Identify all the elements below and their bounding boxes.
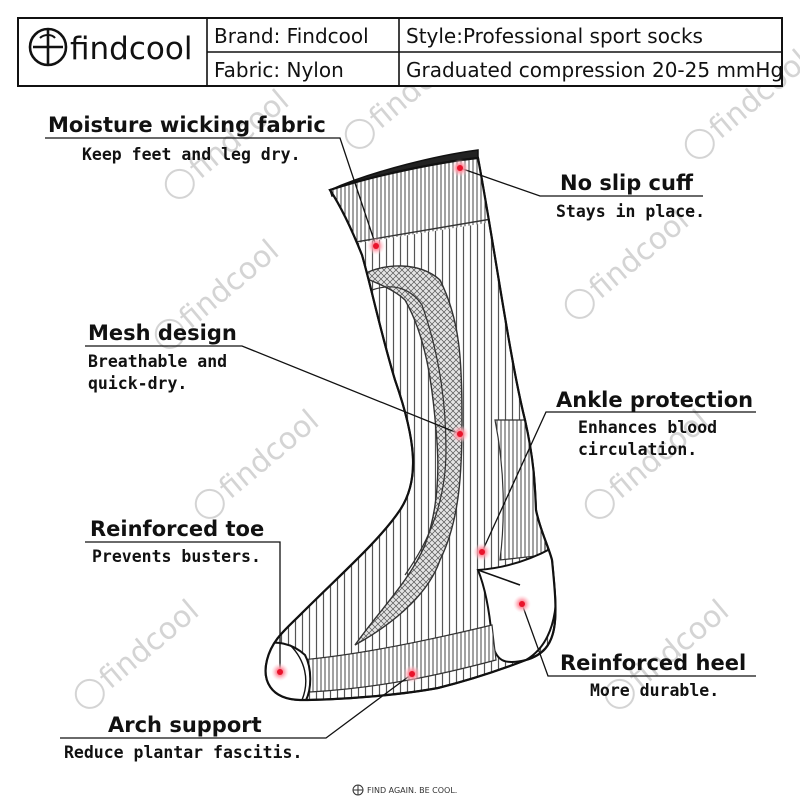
callout-title: Reinforced toe: [90, 517, 264, 541]
callouts: Moisture wicking fabric Keep feet and le…: [45, 113, 756, 762]
watermark-logo-icon: [344, 118, 375, 149]
leader-line: [60, 673, 413, 739]
callout-desc: Reduce plantar fascitis.: [64, 743, 302, 762]
findcool-logo: findcool: [28, 27, 192, 67]
callout-title: Ankle protection: [556, 388, 753, 412]
header-table: findcool Brand: Findcool Fabric: Nylon S…: [17, 17, 783, 87]
callout-arch-support: Arch support Reduce plantar fascitis.: [60, 665, 421, 762]
callout-reinforced-heel: Reinforced heel More durable.: [513, 595, 756, 700]
callout-title: Mesh design: [88, 321, 237, 345]
hotspot-dot-core: [373, 243, 379, 249]
findcool-logo-icon: [28, 27, 68, 67]
watermark-text: findcool: [213, 403, 326, 506]
callout-no-slip-cuff: No slip cuff Stays in place.: [451, 159, 705, 221]
callout-desc: Prevents busters.: [92, 547, 261, 566]
watermark: findcool: [564, 203, 696, 319]
callout-title: Reinforced heel: [560, 651, 746, 675]
hotspot-dot-core: [457, 431, 463, 437]
fabric-label: Fabric: Nylon: [214, 58, 344, 82]
watermark: findcool: [74, 593, 206, 709]
callout-mesh-design: Mesh design Breathable and quick-dry.: [85, 321, 469, 443]
callout-moisture-wicking: Moisture wicking fabric Keep feet and le…: [45, 113, 385, 255]
callout-title: No slip cuff: [560, 171, 694, 195]
leader-line: [85, 345, 461, 435]
callout-desc: Keep feet and leg dry.: [82, 145, 301, 164]
callout-desc: Enhances blood: [578, 418, 717, 437]
leader-line: [459, 167, 703, 197]
callout-desc: More durable.: [590, 681, 719, 700]
footer-slogan: FIND AGAIN. BE COOL.: [367, 786, 457, 795]
callout-reinforced-toe: Reinforced toe Prevents busters.: [85, 517, 289, 681]
watermark: findcool: [194, 403, 326, 519]
watermark-logo-icon: [154, 318, 185, 349]
watermark-logo-icon: [584, 488, 615, 519]
callout-desc: Breathable and: [88, 352, 227, 371]
callout-title: Moisture wicking fabric: [48, 113, 326, 137]
brand-label: Brand: Findcool: [214, 24, 369, 48]
logo-text: findcool: [70, 31, 192, 67]
callout-title: Arch support: [108, 713, 262, 737]
hotspot-dot-core: [457, 165, 463, 171]
compression-label: Graduated compression 20-25 mmHg: [406, 58, 783, 82]
callout-desc: quick-dry.: [88, 374, 187, 393]
watermark-logo-icon: [194, 488, 225, 519]
watermark-text: findcool: [93, 593, 206, 696]
hotspot-dot-core: [479, 549, 485, 555]
watermark-logo-icon: [684, 128, 715, 159]
watermark-logo-icon: [604, 678, 635, 709]
hotspot-dot-core: [277, 669, 283, 675]
watermark-logo-icon: [564, 288, 595, 319]
callout-ankle-protection: Ankle protection Enhances blood circulat…: [473, 388, 756, 561]
sole-band: [299, 624, 497, 693]
hotspot-dot-core: [409, 671, 415, 677]
footer: FIND AGAIN. BE COOL.: [352, 784, 457, 796]
watermark-logo-icon: [74, 678, 105, 709]
mesh-panel: [354, 265, 463, 646]
leader-line: [521, 603, 756, 677]
callout-desc: circulation.: [578, 440, 697, 459]
footer-logo-icon: [352, 784, 364, 796]
watermark-logo-icon: [164, 168, 195, 199]
callout-desc: Stays in place.: [556, 202, 705, 221]
leader-line: [45, 137, 377, 247]
leader-line: [481, 411, 756, 553]
style-label: Style:Professional sport socks: [406, 24, 703, 48]
hotspot-dot-core: [519, 601, 525, 607]
leader-line: [85, 541, 281, 672]
